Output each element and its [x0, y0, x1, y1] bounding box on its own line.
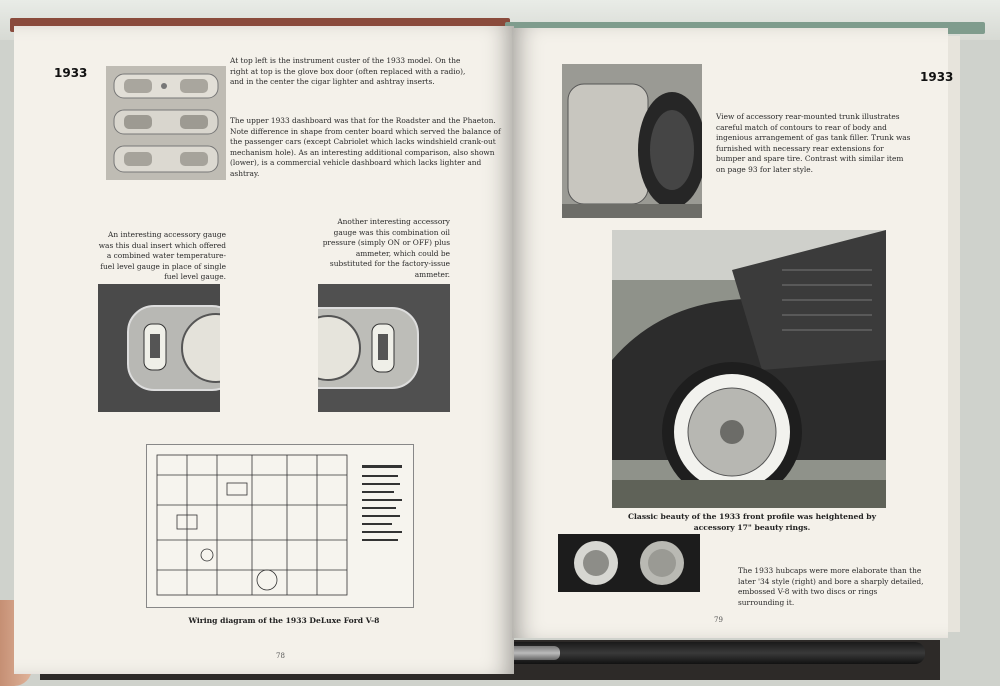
- caption-oil-ammeter-gauge: Another interesting accessory gauge was …: [322, 217, 450, 279]
- caption-hubcaps: The 1933 hubcaps were more elaborate tha…: [738, 566, 924, 607]
- left-page: 1933 At top left is the instrument custe…: [14, 26, 514, 674]
- caption-dual-gauge: An interesting accessory gauge was this …: [98, 230, 226, 282]
- caption-instrument-cluster: At top left is the instrument custer of …: [230, 56, 466, 87]
- photo-hubcaps: [558, 534, 700, 592]
- year-label-left: 1933: [54, 66, 88, 80]
- page-number-right: 79: [714, 616, 723, 624]
- page-number-left: 78: [276, 652, 285, 660]
- photo-dashboards: [106, 66, 226, 180]
- pen: [470, 642, 925, 664]
- photo-dual-gauge: [98, 284, 220, 412]
- year-label-right: 1933: [920, 70, 954, 84]
- caption-dashboard-comparison: The upper 1933 dashboard was that for th…: [230, 116, 501, 178]
- caption-front-profile: Classic beauty of the 1933 front profile…: [627, 512, 877, 532]
- right-page: 1933 View of accessory rear-mounted trun…: [512, 28, 953, 638]
- wiring-diagram: [146, 444, 414, 608]
- photo-rear-trunk: [562, 64, 702, 218]
- caption-rear-trunk: View of accessory rear-mounted trunk ill…: [716, 112, 911, 174]
- photo-front-fender: [612, 230, 886, 508]
- caption-wiring-diagram: Wiring diagram of the 1933 DeLuxe Ford V…: [188, 616, 380, 625]
- photo-oil-ammeter-gauge: [318, 284, 450, 412]
